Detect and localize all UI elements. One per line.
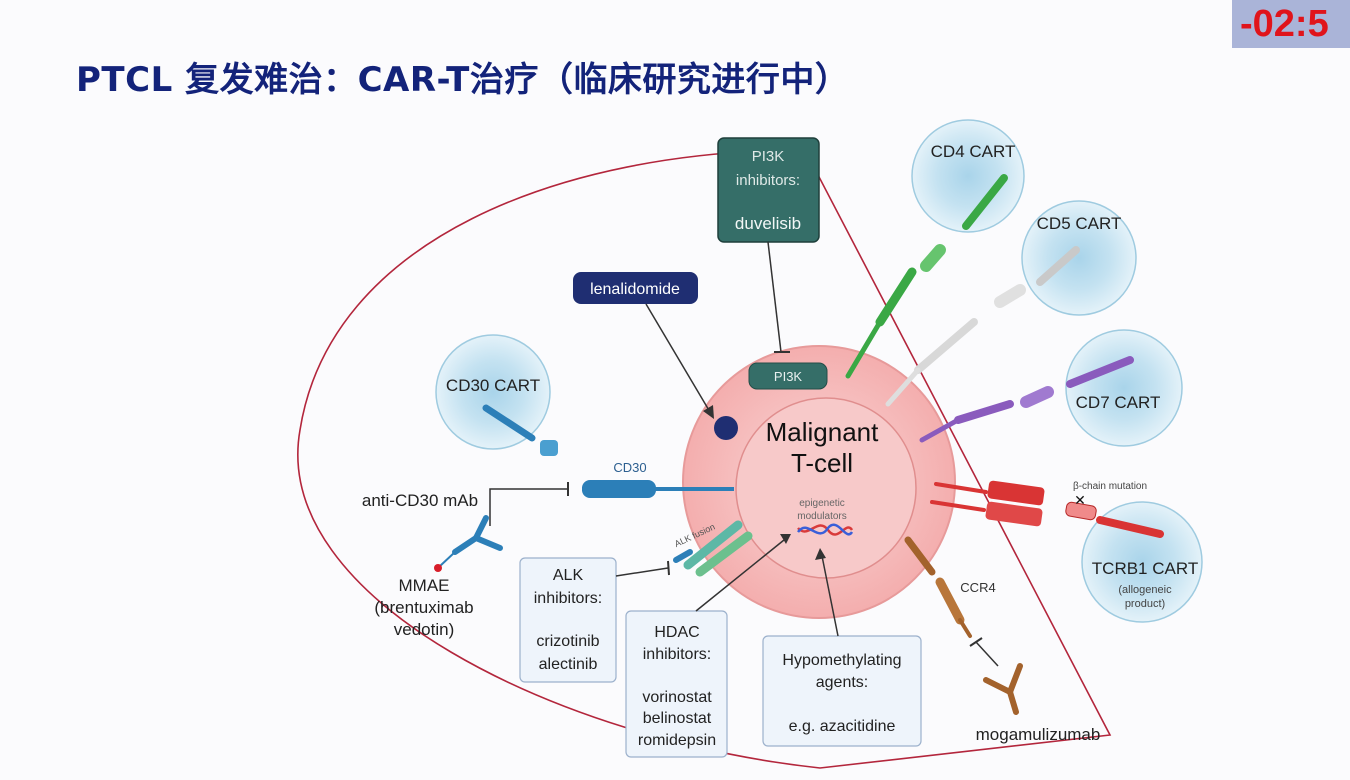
lenalidomide-label: lenalidomide: [590, 281, 680, 298]
tumor-environment-outline: [297, 149, 1112, 769]
countdown-timer: -02:5: [1232, 0, 1350, 48]
dna-helix-icon: [796, 523, 854, 536]
antibody-icon-brown: [983, 663, 1023, 715]
cd7-car-receptor: [919, 356, 1134, 443]
cell-name-line2: T-cell: [791, 448, 853, 478]
hypo-arrowhead: [815, 548, 826, 560]
mogamulizumab-label: mogamulizumab: [976, 725, 1101, 744]
hdac-line3: vorinostat: [642, 689, 712, 706]
hdac-inhibitors-box: HDAC inhibitors: vorinostat belinostat r…: [625, 610, 728, 758]
tcrb1-cart-cell: TCRB1 CART (allogeneic product): [1081, 501, 1203, 623]
anti-cd30-mab: anti-CD30 mAb MMAE (brentuximab vedotin): [362, 482, 569, 639]
anti-cd30-label: anti-CD30 mAb: [362, 491, 478, 510]
tcrb1-cart-label: TCRB1 CART: [1092, 559, 1198, 578]
cell-name-line1: Malignant: [766, 417, 880, 447]
cd5-cart-label: CD5 CART: [1037, 214, 1122, 233]
hypo-line2: agents:: [816, 674, 868, 691]
slide-title: PTCL 复发难治：CAR-T治疗（临床研究进行中）: [76, 60, 850, 100]
cd7-cart-cell: CD7 CART: [1065, 329, 1183, 447]
hdac-line5: romidepsin: [638, 732, 716, 749]
alk-line2: inhibitors:: [534, 590, 602, 607]
malignant-t-cell: Malignant T-cell epigenetic modulators P…: [682, 345, 956, 619]
cd30-cart-label: CD30 CART: [446, 376, 540, 395]
beta-chain-label: β-chain mutation: [1073, 481, 1147, 492]
cd4-car-receptor: [845, 174, 1008, 379]
alk-line4: alectinib: [539, 656, 598, 673]
cd30-receptor-label: CD30: [613, 460, 646, 475]
cd30-cart-cell: CD30 CART: [435, 334, 551, 450]
tcrb1-sub-line1: (allogeneic: [1118, 584, 1172, 596]
pi3k-pill: [748, 362, 828, 390]
cd4-cart-cell: CD4 CART: [911, 119, 1025, 233]
antibody-icon-blue: [439, 515, 503, 567]
alk-inhibition-line: [615, 567, 669, 577]
cd4-cart-label: CD4 CART: [931, 142, 1016, 161]
hdac-line4: belinostat: [643, 710, 712, 727]
lenalidomide-arrowhead: [703, 405, 714, 419]
lenalidomide-arrow: [645, 303, 711, 413]
mmae-line1: MMAE: [399, 576, 450, 595]
alk-line1: ALK: [553, 567, 584, 584]
lenalidomide-target-dot: [714, 416, 738, 440]
pi3k-box-line3: duvelisib: [735, 214, 801, 233]
ccr4-receptor: CCR4: [904, 536, 996, 638]
cd7-cart-label: CD7 CART: [1076, 393, 1161, 412]
mmae-line3: vedotin): [394, 620, 454, 639]
mmae-payload: [434, 564, 442, 572]
hypo-line3: e.g. azacitidine: [789, 718, 896, 735]
alk-inhibition-bar: [667, 560, 670, 576]
hdac-line2: inhibitors:: [643, 646, 711, 663]
mogamulizumab-line: [975, 641, 999, 667]
hdac-arrowhead: [780, 534, 791, 544]
cd5-car-receptor: [885, 246, 1080, 407]
pi3k-box-line2: inhibitors:: [736, 172, 800, 189]
pi3k-inhibition-line: [767, 241, 782, 353]
lenalidomide-box: lenalidomide: [573, 272, 698, 304]
ccr4-label: CCR4: [960, 580, 995, 595]
tcr-receptor: [930, 480, 1164, 538]
cd5-cart-cell: CD5 CART: [1021, 200, 1137, 316]
hdac-line1: HDAC: [654, 624, 699, 641]
hdac-arrow: [695, 539, 785, 612]
alk-inhibitors-box: ALK inhibitors: crizotinib alectinib: [519, 557, 617, 683]
mogamulizumab-bar: [969, 637, 983, 647]
mmae-line2: (brentuximab: [374, 598, 473, 617]
epigenetic-label-line1: epigenetic: [799, 498, 845, 509]
mutation-x-icon: ✕: [1074, 492, 1086, 508]
epigenetic-label-line2: modulators: [797, 511, 846, 522]
hypomethylating-box: Hypomethylating agents: e.g. azacitidine: [762, 635, 922, 747]
hypo-line1: Hypomethylating: [782, 652, 901, 669]
alk-line3: crizotinib: [536, 633, 599, 650]
cd30-car-receptor: [482, 404, 558, 456]
tcrb1-sub-line2: product): [1125, 598, 1165, 610]
cd30-receptor: CD30: [582, 460, 734, 498]
pi3k-box-line1: PI3K: [752, 148, 785, 165]
hypo-arrow: [821, 555, 839, 637]
pi3k-inhibitors-box: PI3K inhibitors: duvelisib: [717, 137, 820, 243]
pi3k-pill-label: PI3K: [774, 369, 803, 384]
